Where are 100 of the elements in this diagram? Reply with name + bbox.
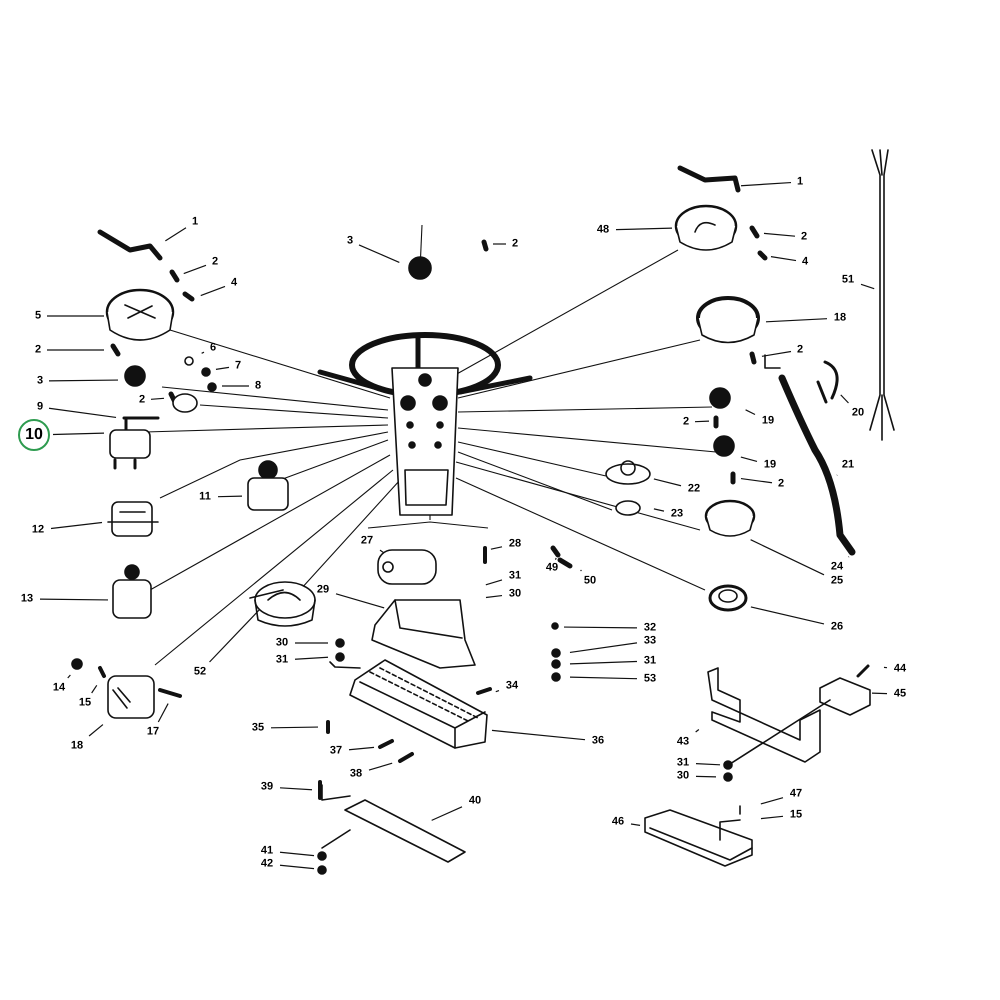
callout-number: 19	[764, 460, 776, 470]
leader-line	[762, 350, 792, 357]
callout-number: 2	[682, 416, 690, 428]
leader-line	[760, 816, 784, 820]
leader-line	[336, 593, 384, 608]
callout-number: 18	[70, 740, 84, 752]
leader-line	[184, 264, 206, 274]
leader-line	[654, 478, 682, 486]
callout-number: 22	[688, 484, 700, 494]
callout-number: 15	[790, 810, 802, 820]
leader-line	[431, 806, 462, 821]
callout-number: 38	[350, 768, 362, 780]
callout-number: 42	[260, 858, 274, 870]
callout-number: 8	[254, 380, 262, 392]
callout-number: 14	[52, 682, 66, 694]
leader-line	[218, 496, 242, 498]
leader-line	[295, 642, 328, 644]
leader-line	[766, 318, 828, 322]
callout-number: 25	[830, 576, 844, 586]
callout-number: 29	[316, 584, 330, 596]
callout-number: 26	[830, 622, 844, 632]
leader-line	[47, 349, 104, 351]
leader-line	[764, 232, 796, 237]
callout-number: 31	[644, 656, 656, 666]
callout-number: 49	[546, 562, 558, 574]
leader-line	[67, 674, 71, 678]
callout-number: 31	[508, 570, 522, 582]
leader-line	[745, 409, 756, 416]
callout-number: 53	[644, 674, 656, 684]
leader-line	[570, 676, 638, 680]
leader-line	[492, 730, 586, 740]
leader-line	[740, 182, 792, 186]
leader-line	[358, 244, 400, 263]
callout-number: 27	[360, 536, 374, 546]
leader-line	[860, 284, 874, 290]
callout-number: 6	[210, 342, 216, 354]
leader-line	[50, 522, 102, 530]
leader-line	[554, 558, 557, 560]
callout-number: 10	[18, 419, 50, 451]
callout-number: 12	[32, 524, 44, 536]
leader-line	[616, 228, 672, 230]
callout-number: 28	[508, 538, 522, 550]
leader-line	[740, 478, 772, 484]
leader-line	[630, 823, 640, 826]
leader-line	[280, 787, 312, 790]
callout-number: 15	[78, 698, 92, 708]
callout-number: 52	[194, 666, 206, 678]
callout-number: 19	[762, 416, 774, 426]
callout-number: 3	[36, 376, 44, 386]
leader-line	[695, 729, 700, 732]
leader-line	[200, 286, 226, 296]
callout-number: 23	[670, 508, 684, 520]
leader-line	[294, 656, 328, 660]
callout-number: 50	[584, 576, 596, 586]
leader-line	[150, 398, 164, 400]
callout-number: 30	[276, 638, 288, 648]
callout-number: 1	[192, 216, 198, 228]
leader-line	[280, 864, 314, 870]
leader-line	[222, 385, 249, 387]
leader-line	[47, 315, 104, 317]
callout-number: 43	[676, 736, 690, 748]
leader-line	[165, 227, 186, 242]
callout-number: 17	[146, 726, 160, 738]
leader-line	[750, 606, 824, 625]
callout-number: 2	[34, 344, 42, 356]
leader-line	[368, 762, 392, 771]
callout-number: 30	[508, 588, 522, 600]
callout-number: 24	[830, 562, 844, 572]
leader-line	[493, 243, 506, 245]
callout-number: 3	[346, 236, 354, 246]
callout-number: 32	[644, 622, 656, 634]
leader-line	[49, 379, 118, 382]
callout-number: 7	[234, 360, 242, 372]
leader-line	[564, 626, 637, 628]
callout-number: 35	[252, 722, 264, 734]
callout-number: 9	[36, 402, 44, 412]
leader-line	[760, 797, 784, 804]
callout-number: 2	[212, 256, 218, 268]
callout-number: 41	[260, 846, 274, 856]
callout-number: 1	[796, 176, 804, 188]
callout-number: 4	[802, 256, 808, 268]
leader-line	[40, 598, 108, 601]
leader-line	[486, 594, 502, 598]
callout-number: 2	[778, 478, 784, 490]
callout-number: 11	[199, 492, 211, 502]
leader-line	[570, 660, 638, 664]
callout-number: 40	[468, 796, 482, 806]
callout-number: 44	[894, 664, 906, 674]
leader-line	[750, 539, 824, 576]
leader-line	[490, 546, 502, 550]
leader-line	[91, 685, 98, 694]
callout-number: 37	[330, 746, 342, 756]
leader-line	[271, 726, 318, 728]
leader-line	[158, 703, 169, 722]
callout-number: 21	[842, 460, 854, 470]
callout-number: 39	[260, 782, 274, 792]
callout-number: 30	[676, 770, 690, 782]
callout-number: 36	[592, 736, 604, 746]
callout-number: 51	[842, 274, 854, 286]
callout-number: 2	[512, 238, 518, 250]
